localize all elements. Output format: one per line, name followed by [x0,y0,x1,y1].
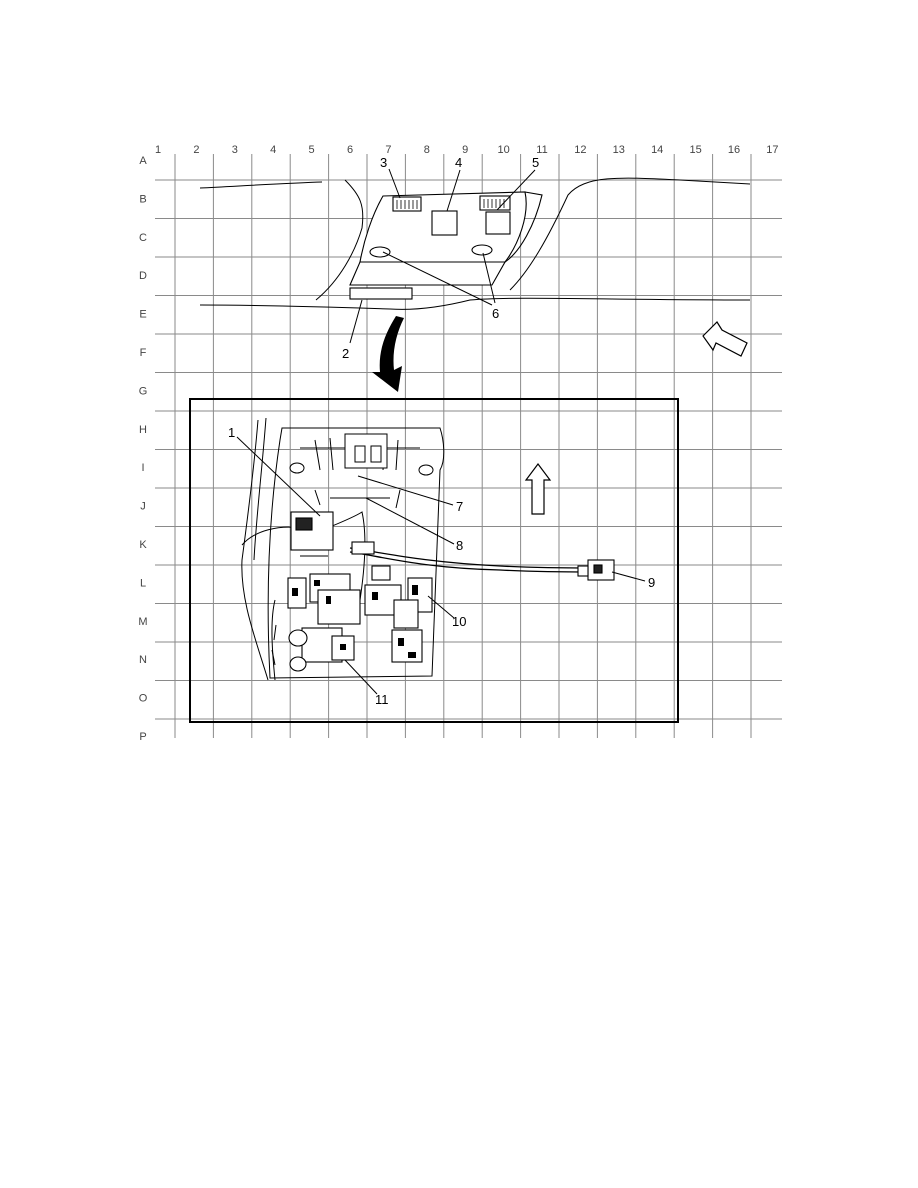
callout-3: 3 [380,155,387,170]
grid-row-labels: A B C D E F G H I J K L M N O P [138,155,147,743]
vehicle-front-arrow-detail [524,463,552,515]
lamp-lens-left [392,196,422,212]
fastener-right [471,244,493,256]
callout-7: 7 [456,499,463,514]
grid-column-label: 10 [497,144,509,156]
callout-9: 9 [648,575,655,590]
grid-row-label: H [139,424,147,436]
grid-column-label: 13 [613,144,625,156]
grid-row-label: A [139,155,147,167]
grid-row-label: B [139,193,146,205]
grid-column-label: 15 [689,144,701,156]
grid-column-label: 17 [766,144,778,156]
grid-column-label: 9 [462,144,468,156]
connector-shading [292,580,418,658]
grid-row-label: E [139,309,146,321]
grid-row-label: C [139,232,147,244]
roof-headliner-view [199,177,751,310]
console-bracket-detail [241,417,593,681]
vehicle-front-arrow-upper [702,321,748,357]
grid-column-label: 8 [424,144,430,156]
grid-column-label: 11 [536,144,547,156]
switch-right [485,211,511,235]
grid-row-label: G [139,385,148,397]
sunroof-switch [431,210,458,236]
grid-column-label: 4 [270,144,276,156]
grid-row-label: P [139,731,146,743]
callout-5: 5 [532,155,539,170]
grid-row-label: F [140,347,147,359]
grid-row-label: D [139,270,147,282]
grid-row-label: M [138,616,147,628]
grid-row-label: L [140,577,146,589]
fastener-left [369,246,391,258]
grid-column-label: 2 [193,144,199,156]
callout-10: 10 [452,614,466,629]
callout-1: 1 [228,425,235,440]
grid-column-label: 6 [347,144,353,156]
grid-column-label: 7 [385,144,391,156]
detail-view-frame [189,398,679,723]
grid-column-label: 14 [651,144,663,156]
grid-column-label: 16 [728,144,740,156]
callout-11: 11 [375,692,389,707]
callout-2: 2 [342,346,349,361]
lamp-lens-grilles [396,199,505,209]
view-transition-arrow [372,316,404,392]
callout-leader-lines [236,168,646,695]
callout-8: 8 [456,538,463,553]
grid-column-label: 5 [309,144,315,156]
grid-row-label: I [141,462,144,474]
grid-row-label: J [140,501,146,513]
callout-6: 6 [492,306,499,321]
callout-4: 4 [455,155,462,170]
overhead-console [349,191,543,300]
grid-row-label: O [139,693,148,705]
grid-column-label: 12 [574,144,586,156]
grid-row-label: K [139,539,147,551]
grid-row-label: N [139,654,147,666]
garage-opener-pocket [349,287,413,300]
harness-connectors [287,511,615,672]
grid-column-label: 1 [155,144,161,156]
grid-column-label: 3 [232,144,238,156]
lamp-lens-right [479,195,511,211]
